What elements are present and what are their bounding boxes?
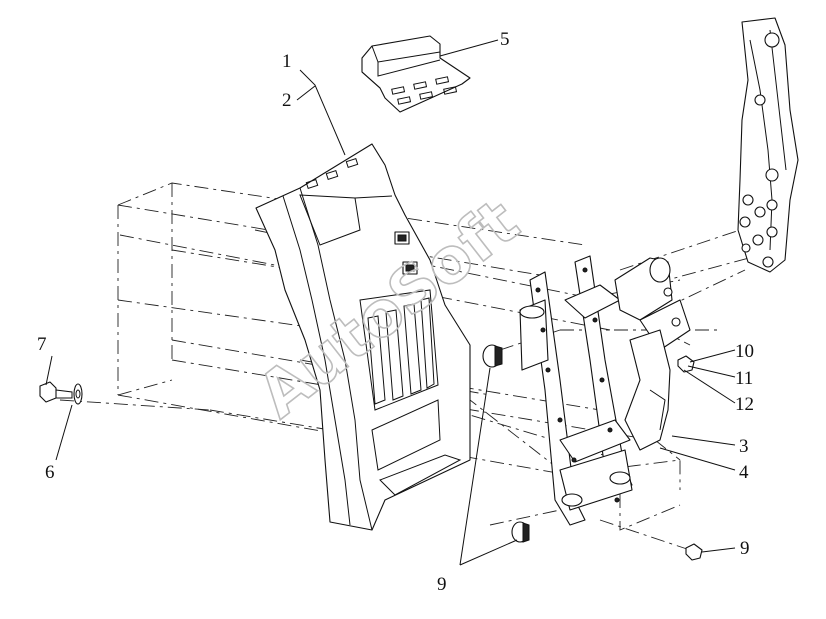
callout-label-9-left: 9 <box>437 574 447 595</box>
callout-label-2: 2 <box>282 90 292 111</box>
small-bolt-part <box>677 355 695 373</box>
callout-label-7: 7 <box>37 334 47 355</box>
callout-label-5: 5 <box>500 29 510 50</box>
callout-label-6: 6 <box>45 462 55 483</box>
callout-label-1: 1 <box>282 51 292 72</box>
plug-part-upper <box>482 344 503 368</box>
callout-label-3: 3 <box>739 436 749 457</box>
bolt-and-washer-part <box>39 381 83 405</box>
callout-label-9-right: 9 <box>740 538 750 559</box>
front-panel-part <box>255 143 471 531</box>
hinge-mechanism-part <box>614 257 691 451</box>
top-cover-plate-part <box>361 35 471 113</box>
callout-labels: 1 2 3 4 5 6 7 9 9 10 11 12 <box>37 29 754 595</box>
nut-part <box>685 543 703 561</box>
plug-part-lower <box>511 521 530 543</box>
tall-support-bracket-part <box>737 17 799 273</box>
leader-lines <box>45 39 736 566</box>
callout-label-12: 12 <box>735 394 754 415</box>
callout-label-10: 10 <box>735 341 754 362</box>
mounting-bracket-part <box>519 255 633 526</box>
callout-label-11: 11 <box>735 368 753 389</box>
callout-label-4: 4 <box>739 462 749 483</box>
